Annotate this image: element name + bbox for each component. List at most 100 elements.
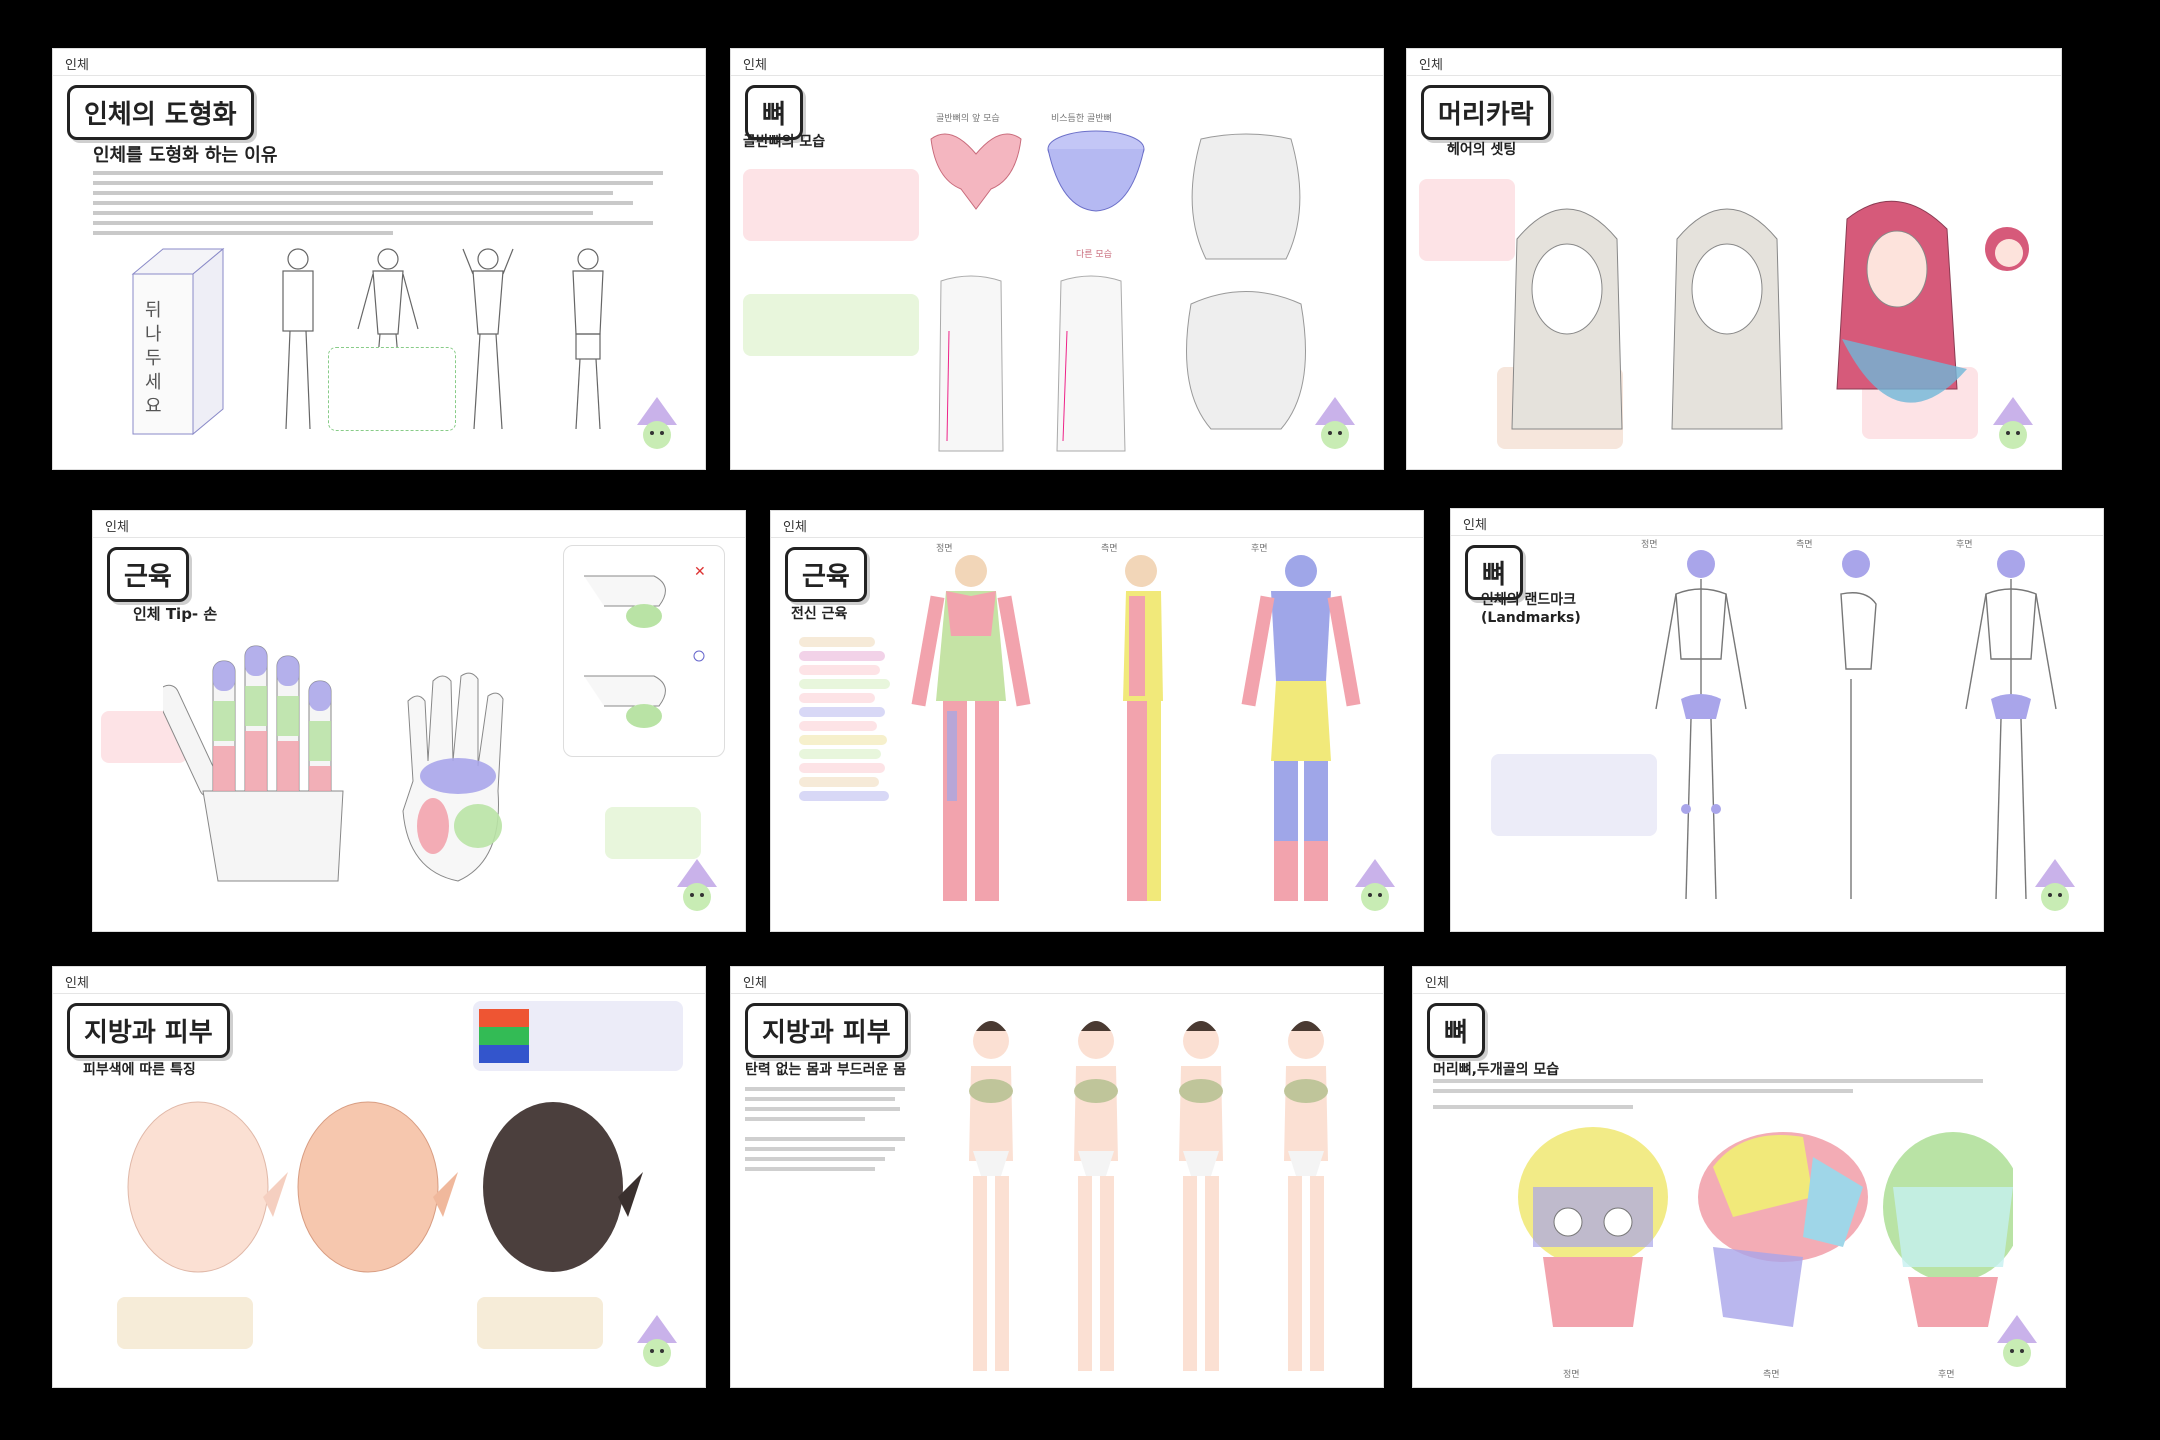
hair-drawings-illustration [1511, 200, 2029, 430]
slide-subtitle: 인체를 도형화 하는 이유 [93, 145, 278, 166]
yellow-note [328, 347, 456, 431]
view-label-side: 측면 [1796, 540, 1813, 550]
figure-sketches-illustration [282, 248, 604, 430]
pelvis-front-illustration [930, 133, 1022, 210]
view-label-front: 정면 [936, 544, 953, 554]
pelvis-angle-illustration [1047, 130, 1145, 212]
body-figures-illustration [969, 1021, 1328, 1371]
slide-title: 지방과 피부 [67, 1003, 230, 1058]
slide-topbar: 인체 [53, 49, 705, 76]
slide-2[interactable]: 인체 뼈 골반뼈의 모습 골반뼈의 앞 모습 비스듬한 골반뼈 다른 모습 [730, 48, 1384, 470]
slide-6[interactable]: 인체 뼈 인체의 랜드마크 (Landmarks) 정면 측면 후면 [1450, 508, 2104, 932]
slide-subtitle: 탄력 없는 몸과 부드러운 몸 [745, 1062, 907, 1078]
mascot-icon [677, 859, 717, 911]
box-handwriting: 뒤 나 두 세 요 [145, 300, 162, 417]
pelvis-angle-label: 비스듬한 골반뼈 [1051, 114, 1112, 124]
slide-topbar: 인체 [731, 967, 1383, 994]
rgb-swatch-panel [473, 1001, 683, 1071]
muscle-legend-list [799, 633, 899, 805]
green-note [743, 294, 919, 356]
slide-topbar: 인체 [771, 511, 1423, 538]
body-text-block [93, 169, 673, 249]
skin-heads-illustration [127, 1101, 643, 1273]
slide-title: 지방과 피부 [745, 1003, 908, 1058]
slide-subtitle: 인체 Tip- 손 [133, 605, 218, 623]
view-label-side: 측면 [1101, 544, 1118, 554]
muscle-figures-illustration [911, 555, 1361, 901]
view-label-front: 정면 [1563, 1370, 1580, 1380]
slide-1[interactable]: 인체 인체의 도형화 인체를 도형화 하는 이유 뒤 나 두 세 요 [52, 48, 706, 470]
text-lines-illustration [745, 1087, 905, 1171]
slide-category: 인체 [743, 58, 767, 73]
box-shape-illustration [131, 247, 225, 436]
mascot-icon [2035, 859, 2075, 911]
slide-subtitle: 인체의 랜드마크 (Landmarks) [1481, 592, 1581, 626]
slide-category: 인체 [1463, 518, 1487, 533]
torso-front-illustration [938, 275, 1126, 452]
slide-3[interactable]: 인체 머리카락 헤어의 셋팅 [1406, 48, 2062, 470]
tan-note [117, 1297, 253, 1349]
mascot-icon [637, 1315, 677, 1367]
slide-title: 뼈 [745, 85, 803, 140]
svg-text:✕: ✕ [694, 564, 706, 580]
slide-topbar: 인체 [1451, 509, 2103, 536]
thumb-detail-illustration: ✕ [584, 564, 706, 728]
mascot-icon [1355, 859, 1395, 911]
slide-4[interactable]: 인체 근육 인체 Tip- 손 [92, 510, 746, 932]
slide-topbar: 인체 [1407, 49, 2061, 76]
slide-category: 인체 [1425, 976, 1449, 991]
pelvis-front-label: 골반뼈의 앞 모습 [936, 114, 1000, 124]
view-label-back: 후면 [1938, 1370, 1955, 1380]
slide-topbar: 인체 [731, 49, 1383, 76]
slide-category: 인체 [65, 976, 89, 991]
slide-category: 인체 [783, 520, 807, 535]
body-text-block [745, 1085, 915, 1205]
slide-7[interactable]: 인체 지방과 피부 피부색에 따른 특징 [52, 966, 706, 1388]
purple-note [1491, 754, 1657, 836]
view-label-side: 측면 [1763, 1370, 1780, 1380]
slide-topbar: 인체 [53, 967, 705, 994]
slide-9[interactable]: 인체 뼈 머리뼈,두개골의 모습 정면 측면 후면 [1412, 966, 2066, 1388]
slide-8[interactable]: 인체 지방과 피부 탄력 없는 몸과 부드러운 몸 [730, 966, 1384, 1388]
slide-title: 머리카락 [1421, 85, 1551, 140]
slide-subtitle: 머리뼈,두개골의 모습 [1433, 1062, 1560, 1078]
view-label-back: 후면 [1251, 544, 1268, 554]
rgb-swatch [479, 1009, 529, 1063]
pink-note [743, 169, 919, 241]
mascot-icon [1997, 1315, 2037, 1367]
pelvis-other-label: 다른 모습 [1076, 250, 1112, 260]
slide-category: 인체 [65, 58, 89, 73]
skeleton-figures-illustration [1655, 550, 2057, 900]
hips-illustration [1186, 133, 1306, 430]
skull-views-illustration [1518, 1127, 2013, 1327]
slide-topbar: 인체 [93, 511, 745, 538]
slide-title: 뼈 [1465, 545, 1523, 600]
view-label-back: 후면 [1956, 540, 1973, 550]
hand-palm-illustration [402, 672, 504, 882]
slide-5[interactable]: 인체 근육 전신 근육 정면 측면 후면 [770, 510, 1424, 932]
hand-back-illustration [163, 645, 344, 882]
slide-title: 근육 [107, 547, 189, 602]
slide-title: 인체의 도형화 [67, 85, 254, 140]
body-text-block [1433, 1077, 1993, 1117]
text-lines-illustration [1433, 1079, 1983, 1109]
mascot-icon [1315, 397, 1355, 449]
text-lines-illustration [93, 171, 663, 235]
slide-category: 인체 [1419, 58, 1443, 73]
view-label-front: 정면 [1641, 540, 1658, 550]
tan-note-2 [477, 1297, 603, 1349]
mascot-icon [637, 397, 677, 449]
green-note [605, 807, 701, 859]
mascot-icon [1993, 397, 2033, 449]
slide-category: 인체 [105, 520, 129, 535]
slide-title: 근육 [785, 547, 867, 602]
slide-subtitle: 전신 근육 [791, 606, 848, 622]
slide-subtitle: 피부색에 따른 특징 [83, 1062, 196, 1078]
pink-note [1419, 179, 1515, 261]
slide-title: 뼈 [1427, 1003, 1485, 1058]
slide-topbar: 인체 [1413, 967, 2065, 994]
slide-category: 인체 [743, 976, 767, 991]
hand-detail-panel: ✕ [563, 545, 725, 757]
slide-subtitle: 헤어의 셋팅 [1447, 142, 1517, 158]
slide-subtitle: 골반뼈의 모습 [743, 134, 826, 150]
